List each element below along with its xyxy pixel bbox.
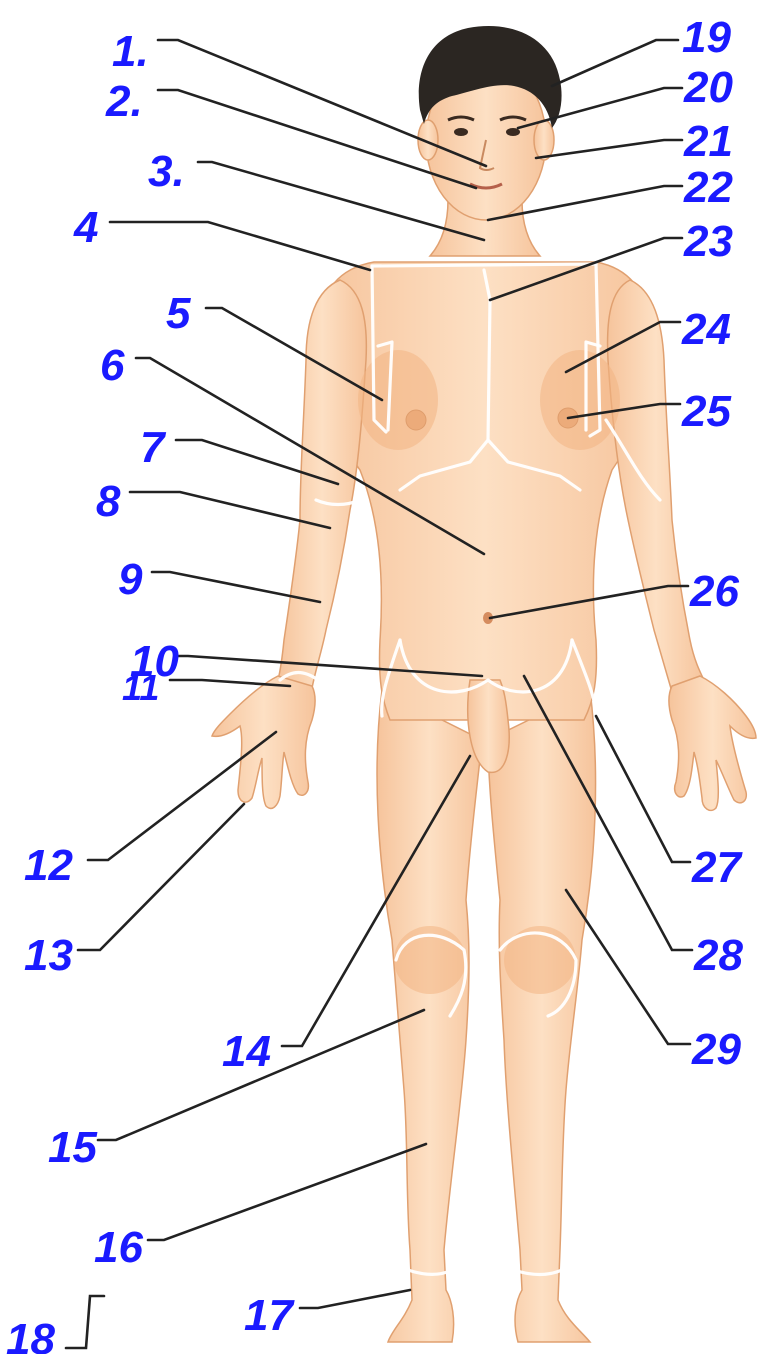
- label-7: 7: [140, 423, 167, 472]
- label-24: 24: [681, 305, 731, 354]
- label-27: 27: [691, 843, 743, 892]
- label-23: 23: [683, 217, 733, 266]
- label-28: 28: [693, 931, 743, 980]
- leader-19: [552, 40, 678, 86]
- label-16: 16: [94, 1223, 143, 1272]
- label-4: 4: [73, 203, 98, 252]
- left-leg: [488, 690, 596, 1342]
- label-29: 29: [691, 1025, 741, 1074]
- label-25: 25: [681, 387, 731, 436]
- leader-18: [66, 1296, 104, 1348]
- label-22: 22: [683, 163, 733, 212]
- label-9: 9: [118, 555, 143, 604]
- label-14: 14: [222, 1027, 271, 1076]
- label-11: 11: [122, 667, 159, 708]
- leader-4: [110, 222, 370, 270]
- leader-16: [148, 1144, 426, 1240]
- leader-17: [300, 1290, 410, 1308]
- label-17: 17: [244, 1291, 295, 1340]
- leader-lines: [66, 40, 692, 1348]
- leader-13: [78, 804, 244, 950]
- right-eye: [454, 128, 468, 136]
- labels: 1. 2. 3. 4 5 6 7 8 9 10 11 12 13 14 15 1…: [6, 13, 743, 1354]
- label-26: 26: [689, 567, 739, 616]
- left-ear: [534, 120, 554, 160]
- label-21: 21: [683, 117, 733, 166]
- right-leg: [377, 690, 482, 1342]
- torso: [318, 262, 650, 720]
- label-12: 12: [24, 841, 73, 890]
- label-18: 18: [6, 1315, 55, 1354]
- left-hand: [669, 676, 756, 810]
- human-figure: [212, 26, 756, 1342]
- label-20: 20: [683, 63, 733, 112]
- label-19: 19: [682, 13, 731, 62]
- label-5: 5: [166, 289, 191, 338]
- label-3: 3.: [148, 147, 185, 196]
- right-arm: [278, 280, 366, 688]
- label-6: 6: [100, 341, 125, 390]
- label-13: 13: [24, 931, 73, 980]
- leader-21: [536, 140, 682, 158]
- label-1: 1.: [112, 27, 149, 76]
- label-15: 15: [48, 1123, 97, 1172]
- label-8: 8: [96, 477, 121, 526]
- label-2: 2.: [105, 77, 143, 126]
